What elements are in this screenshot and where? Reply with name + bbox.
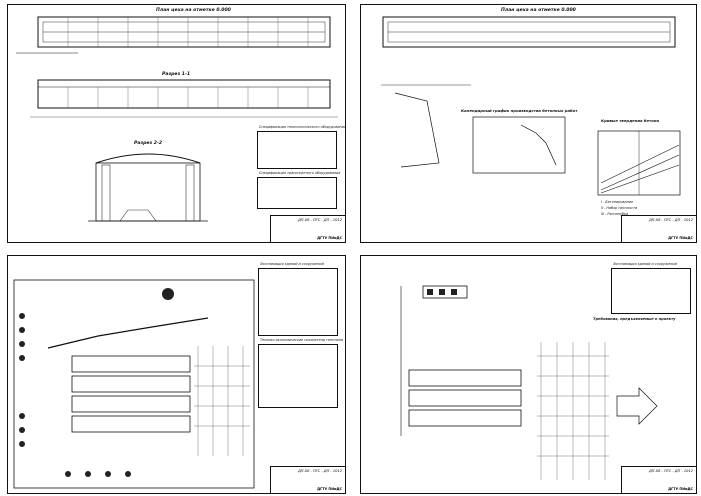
legend-a: I - Бетонирование — [601, 200, 634, 204]
legend-c: III - Распалубка — [601, 212, 629, 216]
plan-title: План цеха на отметке 0.000 — [156, 8, 231, 13]
section-2-2-title: Разрез 2-2 — [134, 141, 163, 146]
equipment-spec-title: Спецификация технологического оборудован… — [259, 125, 346, 129]
drawing-sheet-2: План цеха на отметке 0.000 Календарный г… — [360, 4, 697, 243]
explication-title: Экспликация зданий и сооружений — [260, 262, 324, 266]
equipment-spec-table: Спецификация технологического оборудован… — [257, 125, 345, 169]
notes-title: Требования, предъявляемые к проекту — [593, 317, 676, 321]
legend-b: II - Набор прочности — [601, 206, 638, 210]
strength-title: Кривые твердения бетона — [601, 118, 660, 123]
organization: ДГТУ ПИиДС — [317, 236, 342, 240]
drawing-code: ДП-08 - ПГС - ДП - 1012 — [298, 218, 342, 222]
title-block: ДП-08 - ПГС - ДП - 1012 ДГТУ ПИиДС — [270, 466, 345, 493]
buildings-explication-table: Экспликация зданий и сооружений — [611, 262, 691, 314]
section-1-1-title: Разрез 1-1 — [162, 72, 191, 77]
explication-title: Экспликация зданий и сооружений — [613, 262, 677, 266]
title-block: ДП-08 - ПГС - ДП - 1012 ДГТУ ПИиДС — [621, 466, 696, 493]
schedule-title: Календарный график производства бетонных… — [461, 108, 578, 113]
drawing-code: ДП-08 - ПГС - ДП - 1012 — [649, 469, 693, 473]
drawing-code: ДП-08 - ПГС - ДП - 1012 — [649, 218, 693, 222]
transport-spec-table: Спецификация транспортного оборудования — [257, 171, 340, 209]
buildings-explication-table: Экспликация зданий и сооружений — [258, 262, 338, 336]
tep-table: Технико-экономические показатели генплан… — [258, 338, 343, 408]
title-block: ДП-08 - ПГС - ДП - 1012 ДГТУ ПИиДС — [270, 215, 345, 242]
drawing-code: ДП-08 - ПГС - ДП - 1012 — [298, 469, 342, 473]
drawing-sheet-4: Экспликация зданий и сооружений Требован… — [360, 255, 697, 494]
organization: ДГТУ ПИиДС — [668, 236, 693, 240]
plan-title: План цеха на отметке 0.000 — [501, 8, 576, 13]
title-block: ДП-08 - ПГС - ДП - 1012 ДГТУ ПИиДС — [621, 215, 696, 242]
tep-title: Технико-экономические показатели генплан… — [260, 338, 343, 342]
schedule-drawing — [381, 16, 681, 196]
plan-drawing — [16, 16, 338, 222]
transport-spec-title: Спецификация транспортного оборудования — [259, 171, 341, 175]
site-plan-drawing — [13, 279, 255, 489]
drawing-sheet-3: Экспликация зданий и сооружений Технико-… — [7, 255, 346, 494]
organization: ДГТУ ПИиДС — [668, 487, 693, 491]
logistics-drawing — [400, 285, 658, 480]
organization: ДГТУ ПИиДС — [317, 487, 342, 491]
drawing-sheet-1: План цеха на отметке 0.000 Разрез 1-1 Ра… — [7, 4, 346, 243]
